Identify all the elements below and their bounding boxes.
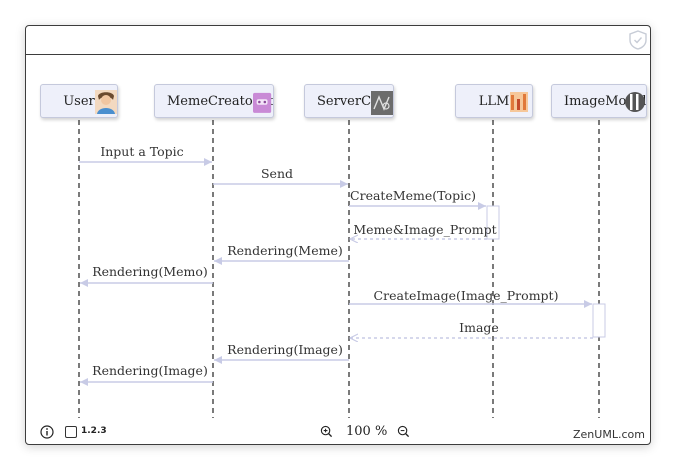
message-label: Send bbox=[260, 166, 294, 181]
message-label: Rendering(Memo) bbox=[92, 264, 208, 279]
participant-meme-creator-bot[interactable]: MemeCreatorBot bbox=[154, 84, 274, 118]
message-label: CreateImage(Image_Prompt) bbox=[373, 288, 559, 303]
message-label: Rendering(Image) bbox=[227, 342, 343, 357]
top-bar bbox=[25, 25, 651, 55]
message-label: Input a Topic bbox=[100, 144, 184, 159]
zoom-out-icon[interactable] bbox=[397, 425, 410, 438]
info-icon[interactable] bbox=[40, 425, 54, 439]
zoom-level: 100 % bbox=[346, 424, 388, 439]
participant-label: MemeCreatorBot bbox=[167, 93, 274, 109]
version-label: 1.2.3 bbox=[81, 426, 107, 436]
message-label: Rendering(Meme) bbox=[227, 243, 343, 258]
participant-llm[interactable]: LLM bbox=[455, 84, 533, 118]
message-label: Meme&Image_Prompt bbox=[353, 222, 497, 237]
participant-image-model[interactable]: ImageModel bbox=[551, 84, 647, 118]
message-label: CreateMeme(Topic) bbox=[350, 188, 476, 203]
version-checkbox[interactable] bbox=[65, 426, 77, 438]
participant-label: LLM bbox=[478, 93, 510, 109]
participant-user[interactable]: User bbox=[40, 84, 118, 118]
participant-server-code[interactable]: ServerCode bbox=[304, 84, 394, 118]
brand-link[interactable]: ZenUML.com bbox=[573, 428, 645, 441]
llm-icon bbox=[510, 92, 528, 112]
robot-icon bbox=[253, 92, 272, 113]
message-label: Image bbox=[459, 320, 499, 335]
code-icon bbox=[371, 91, 393, 115]
participant-label: User bbox=[63, 93, 95, 109]
shield-icon[interactable] bbox=[627, 29, 649, 51]
message-label: Rendering(Image) bbox=[92, 363, 208, 378]
zoom-in-icon[interactable] bbox=[320, 425, 333, 438]
user-avatar-icon bbox=[95, 90, 117, 114]
image-model-icon bbox=[625, 92, 645, 112]
activation-image bbox=[592, 303, 606, 338]
activation-llm bbox=[486, 205, 500, 240]
